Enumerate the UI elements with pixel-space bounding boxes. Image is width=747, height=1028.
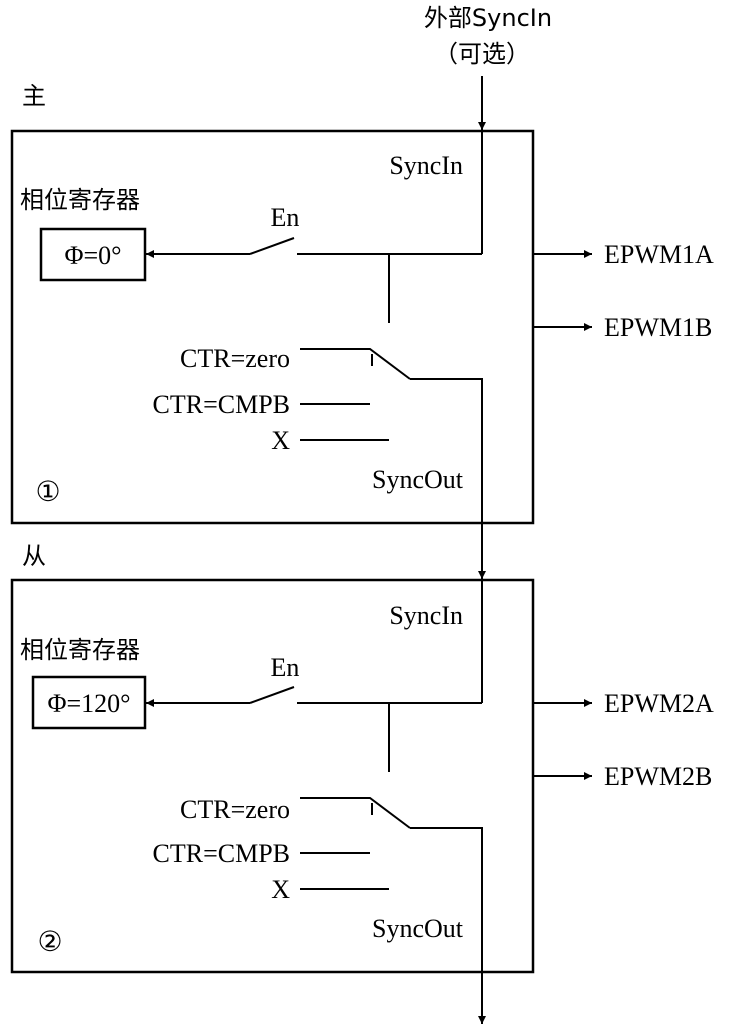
module-role-label: 主 (22, 82, 46, 110)
phase-register-box (39, 227, 147, 282)
enable-switch (249, 237, 295, 255)
module-slave: 从 SyncIn 相位寄存器 Φ=120° En EPWM2A EPWM2B C… (10, 542, 714, 974)
output-b-label: EPWM2B (604, 762, 712, 791)
module-master: 主 SyncIn 相位寄存器 Φ=0° En EPWM1A EPWM1B CTR… (10, 82, 714, 525)
output-b-label: EPWM1B (604, 313, 712, 342)
selector-zero-label: CTR=zero (180, 795, 290, 824)
phase-register-label: 相位寄存器 (20, 186, 140, 214)
external-syncin-label: 外部SyncIn (424, 4, 552, 32)
module-role-label: 从 (22, 542, 46, 570)
selector-cmpb-label: CTR=CMPB (153, 839, 291, 868)
phase-register-box (31, 675, 147, 730)
selector-zero-label: CTR=zero (180, 344, 290, 373)
syncout-label: SyncOut (372, 465, 464, 494)
phase-value: Φ=0° (64, 241, 121, 270)
syncin-label: SyncIn (389, 151, 463, 180)
output-a-label: EPWM2A (604, 689, 714, 718)
selector-switch (300, 797, 411, 829)
phase-value: Φ=120° (47, 689, 130, 718)
syncin-label: SyncIn (389, 601, 463, 630)
syncout-line (410, 827, 483, 972)
enable-label: En (271, 203, 300, 232)
syncout-line (410, 378, 483, 523)
syncout-label: SyncOut (372, 914, 464, 943)
selector-x-label: X (271, 426, 290, 455)
phase-register-label: 相位寄存器 (20, 636, 140, 664)
selector-cmpb-label: CTR=CMPB (153, 390, 291, 419)
module-number: ② (37, 925, 62, 958)
enable-switch (249, 686, 295, 704)
external-optional-label: （可选） (434, 40, 530, 68)
enable-label: En (271, 653, 300, 682)
output-a-label: EPWM1A (604, 240, 714, 269)
module-number: ① (35, 475, 60, 508)
selector-x-label: X (271, 875, 290, 904)
selector-switch (300, 348, 411, 380)
